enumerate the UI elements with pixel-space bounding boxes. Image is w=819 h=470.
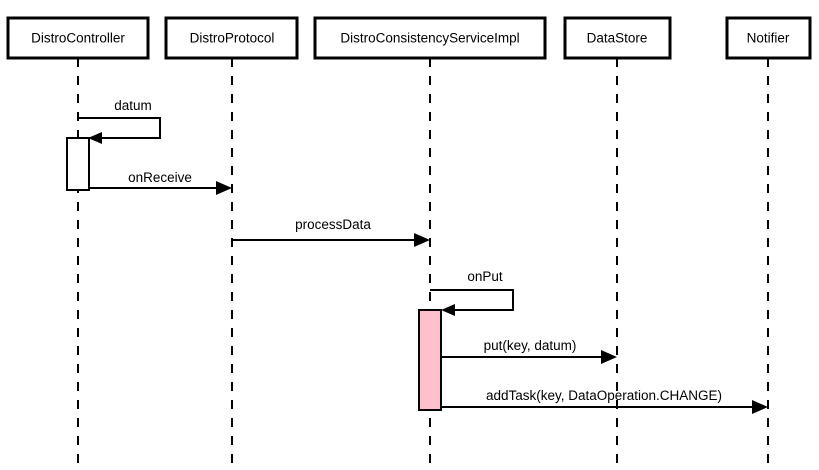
participant-box bbox=[725, 16, 812, 60]
participant-box bbox=[6, 16, 150, 60]
participant-label: DistroConsistencyServiceImpl bbox=[340, 31, 519, 46]
arrow-head-icon bbox=[752, 400, 768, 414]
message-add-task[interactable]: addTask(key, DataOperation.CHANGE) bbox=[441, 388, 768, 414]
arrow-head-icon bbox=[414, 233, 430, 247]
message-process-data[interactable]: processData bbox=[232, 217, 430, 247]
message-label: addTask(key, DataOperation.CHANGE) bbox=[486, 388, 722, 403]
message-on-receive[interactable]: onReceive bbox=[89, 170, 232, 195]
participant-label: DistroController bbox=[31, 31, 125, 46]
message-label: datum bbox=[114, 98, 152, 113]
participant-distro-controller[interactable]: DistroController bbox=[6, 16, 150, 60]
participant-box bbox=[313, 16, 547, 60]
self-call-path bbox=[430, 289, 514, 311]
participant-label: DistroProtocol bbox=[190, 31, 275, 46]
participant-notifier[interactable]: Notifier bbox=[725, 16, 812, 60]
arrow-head-icon bbox=[601, 350, 617, 364]
arrow-head-icon bbox=[216, 181, 232, 195]
participant-box bbox=[563, 16, 672, 60]
arrow-head-icon bbox=[441, 304, 455, 316]
message-label: processData bbox=[295, 217, 371, 232]
participant-box bbox=[164, 16, 299, 60]
message-put[interactable]: put(key, datum) bbox=[441, 338, 617, 364]
self-call-path bbox=[78, 117, 161, 139]
participant-distro-consistency-service-impl[interactable]: DistroConsistencyServiceImpl bbox=[313, 16, 547, 60]
message-datum[interactable]: datum bbox=[78, 98, 161, 144]
participant-label: DataStore bbox=[587, 31, 648, 46]
activation-distro-consistency-service-impl bbox=[418, 309, 442, 411]
message-label: onPut bbox=[467, 269, 503, 284]
message-on-put[interactable]: onPut bbox=[430, 269, 514, 316]
participant-label: Notifier bbox=[747, 31, 790, 46]
participant-distro-protocol[interactable]: DistroProtocol bbox=[164, 16, 299, 60]
lifelines-group bbox=[77, 58, 769, 468]
activation-bar bbox=[66, 137, 90, 191]
message-label: put(key, datum) bbox=[484, 338, 577, 353]
arrow-head-icon bbox=[88, 132, 102, 144]
participant-boxes-group: DistroController DistroProtocol DistroCo… bbox=[6, 16, 812, 60]
activation-distro-controller bbox=[66, 137, 90, 191]
message-label: onReceive bbox=[128, 170, 192, 185]
activation-bar bbox=[418, 309, 442, 411]
participant-data-store[interactable]: DataStore bbox=[563, 16, 672, 60]
